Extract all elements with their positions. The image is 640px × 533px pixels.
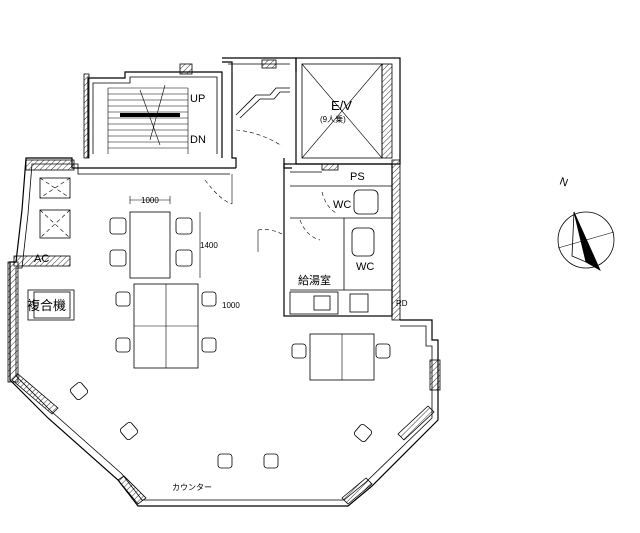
wc-2-label: WC xyxy=(356,261,374,273)
meeting-table xyxy=(129,211,171,279)
chair xyxy=(109,249,127,267)
kitchen-appliance xyxy=(349,293,369,313)
north-label: N xyxy=(558,176,570,190)
stool xyxy=(353,423,373,443)
north-arrow-icon: N xyxy=(557,176,615,271)
dim-1400: 1400 xyxy=(200,241,218,250)
ac-label: AC xyxy=(34,253,49,265)
storage-2 xyxy=(39,209,71,239)
counter-stools xyxy=(69,381,373,469)
chair xyxy=(175,217,193,235)
chair xyxy=(109,217,127,235)
kitchen-sink xyxy=(313,295,331,311)
chair xyxy=(201,337,217,353)
chair xyxy=(115,291,131,307)
stool xyxy=(119,421,139,441)
chair xyxy=(175,249,193,267)
wc-1-label: WC xyxy=(333,199,351,211)
stool xyxy=(263,453,279,469)
dim-1000-top: 1000 xyxy=(141,196,159,205)
dim-1000-side: 1000 xyxy=(222,301,240,310)
toilet-2 xyxy=(351,227,375,257)
chair xyxy=(115,337,131,353)
stool xyxy=(69,381,89,401)
desk-cluster-2 xyxy=(291,333,391,381)
stool xyxy=(217,453,233,469)
chair xyxy=(375,343,391,359)
stairs-up-label: UP xyxy=(190,93,205,105)
copier-label: 複合機 xyxy=(27,298,66,313)
toilet-1 xyxy=(353,189,379,215)
chair xyxy=(291,343,307,359)
ps-label: PS xyxy=(350,171,365,183)
office-outer-walls xyxy=(7,157,441,507)
meeting-area: 1000 1400 xyxy=(109,196,218,279)
elevator-capacity-label: (9人乗) xyxy=(320,114,346,124)
kitchenette-label: 給湯室 xyxy=(298,273,331,287)
chair xyxy=(201,291,217,307)
counter-label: カウンター xyxy=(172,483,212,492)
elevator-shaft: E/V (9人乗) xyxy=(295,57,401,165)
copier-inner xyxy=(33,291,71,319)
service-block: PS WC WC 給湯室 RD xyxy=(257,159,408,321)
rd-label: RD xyxy=(396,299,408,308)
corridor-walls xyxy=(222,57,297,169)
stairs-down-label: DN xyxy=(190,134,206,146)
equipment: AC 複合機 xyxy=(27,177,75,321)
desk-cluster-1: 1000 xyxy=(115,283,240,369)
elevator-label: E/V xyxy=(331,98,352,113)
stair-treads xyxy=(107,84,189,154)
stair-core: UP DN xyxy=(83,63,223,159)
